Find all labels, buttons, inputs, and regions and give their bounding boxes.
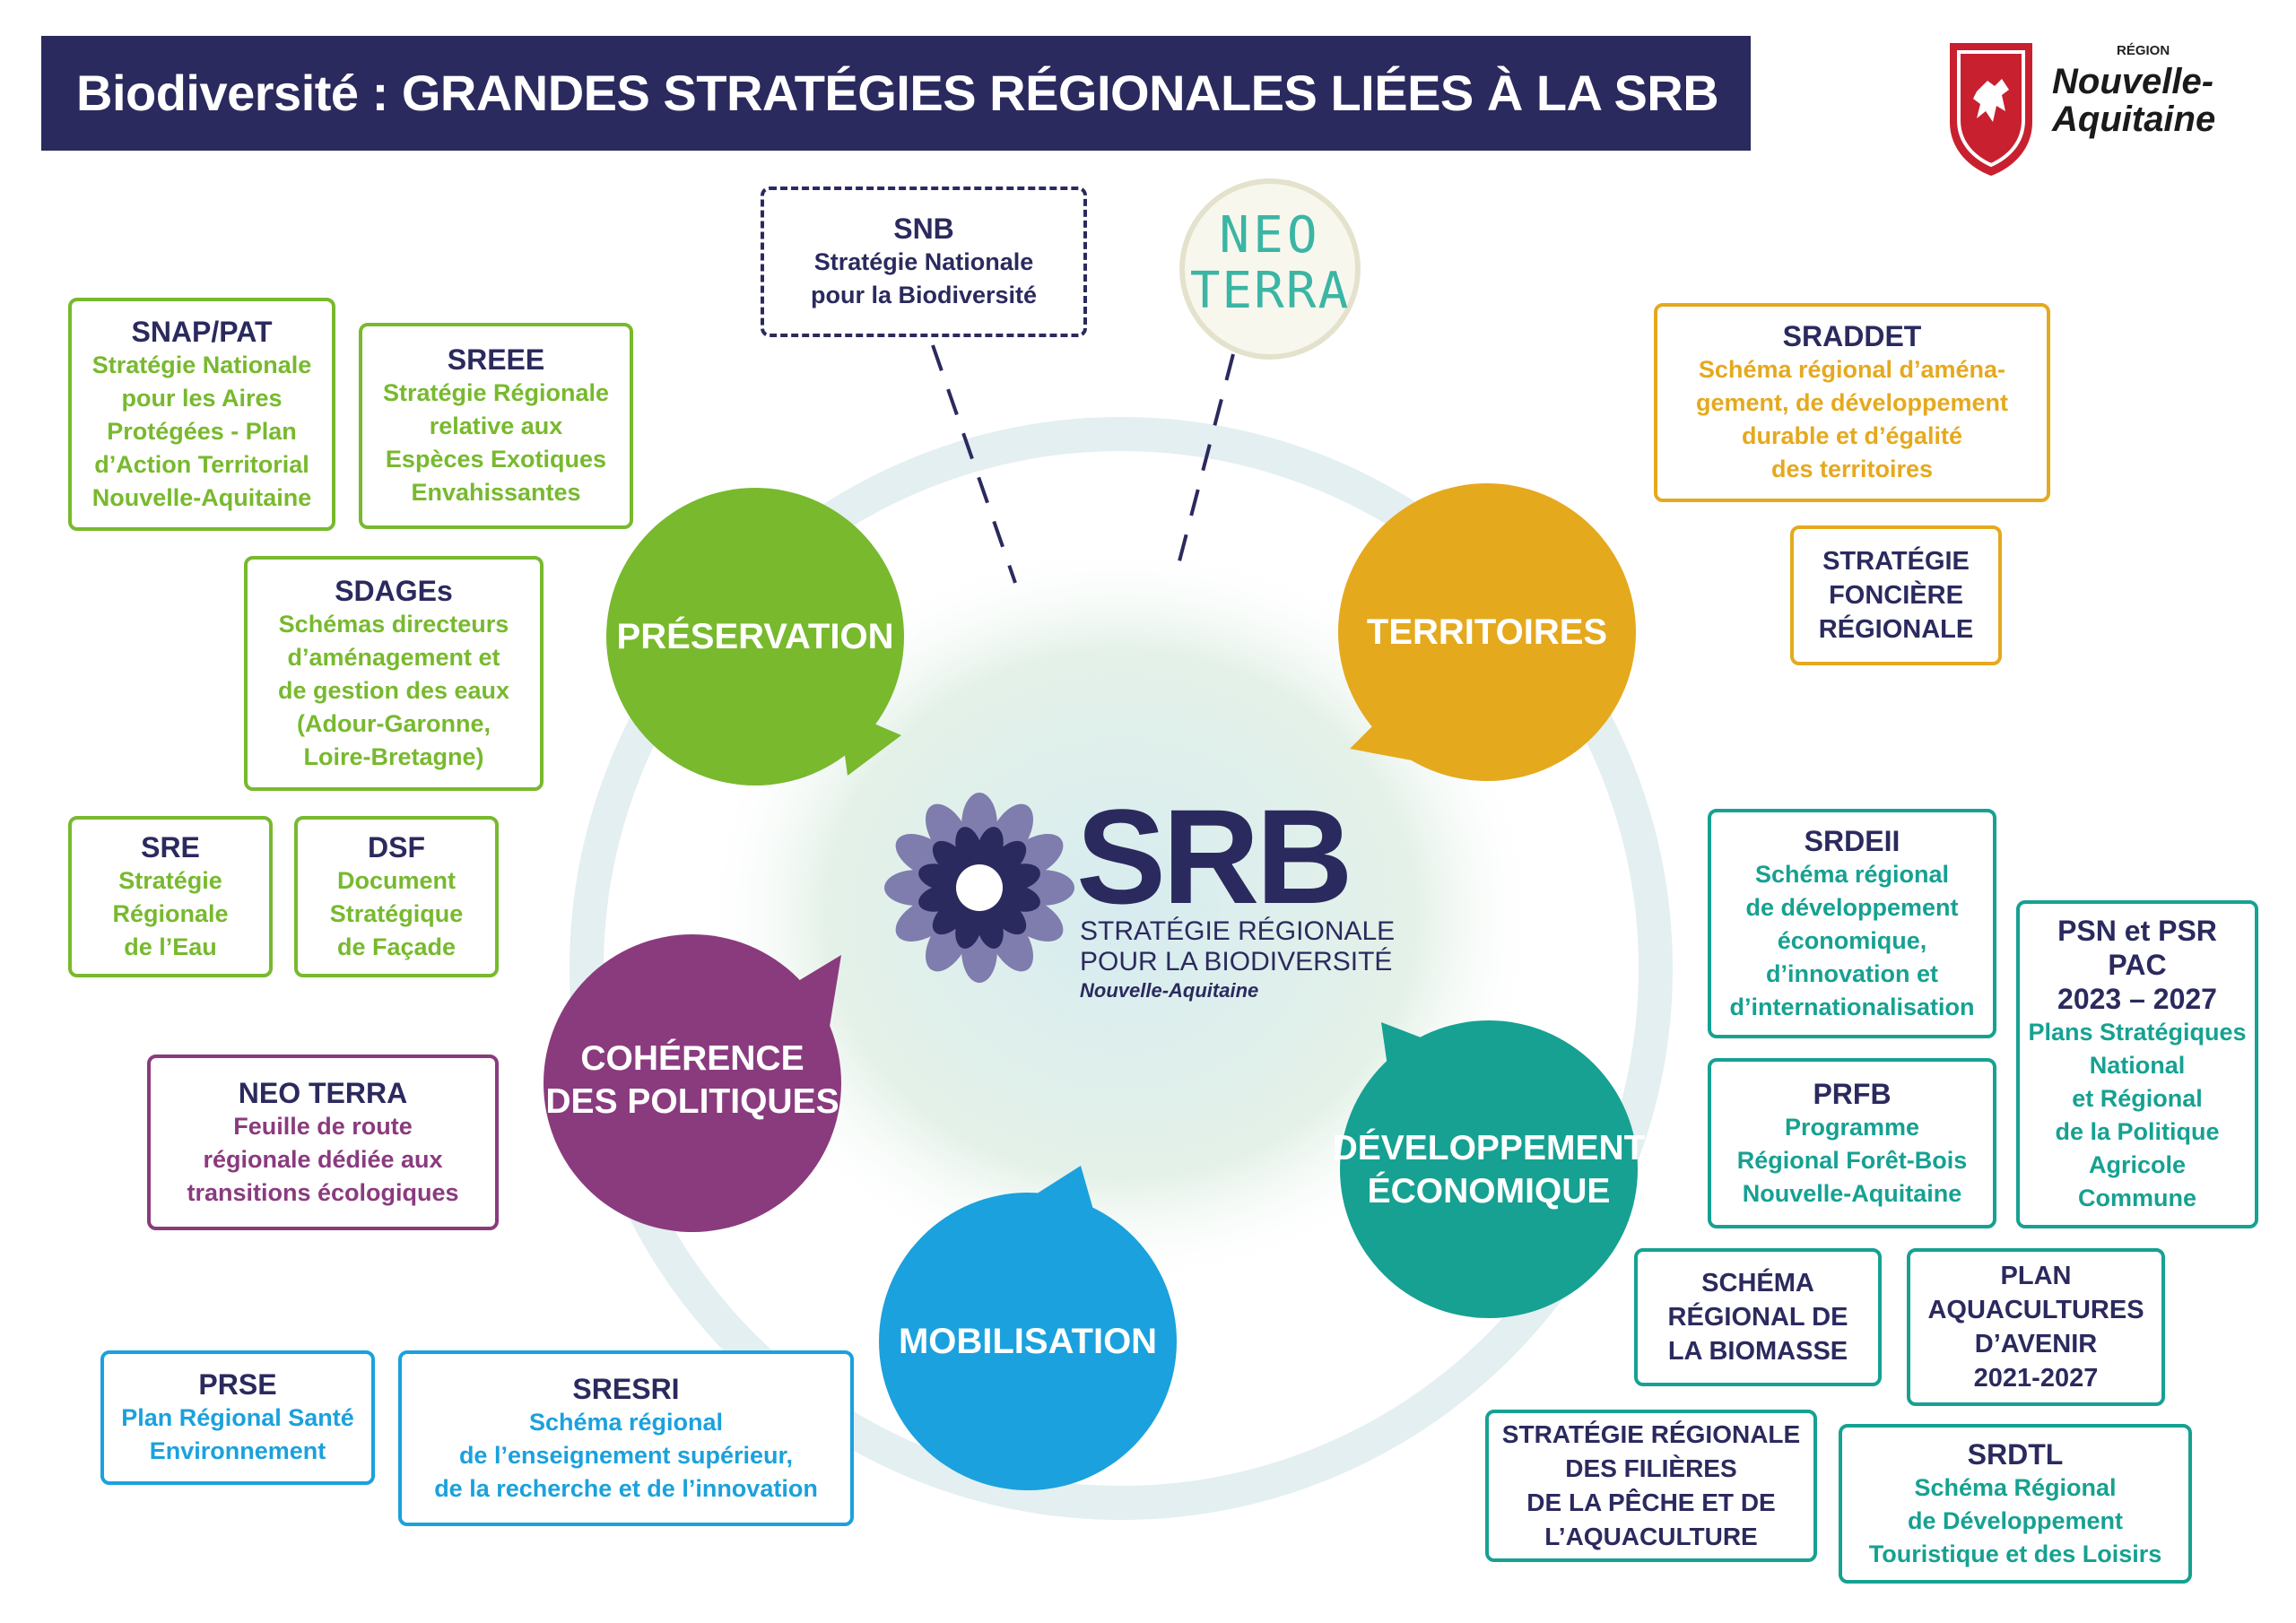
box-title: PSN et PSR PAC 2023 – 2027	[2057, 915, 2217, 1015]
box-title: NEO TERRA	[238, 1076, 408, 1109]
watercolor-wash	[700, 538, 1543, 1291]
box-sresri: SRESRI Schéma régional de l’enseignement…	[398, 1350, 854, 1526]
box-snb: SNB Stratégie Nationale pour la Biodiver…	[761, 187, 1087, 337]
box-description: Document Stratégique de Façade	[329, 866, 464, 960]
box-title: SRADDET	[1782, 320, 1922, 352]
box-title: SRDEII	[1804, 824, 1900, 857]
box-description: Plans Stratégiques National et Régional …	[2028, 1019, 2247, 1211]
box-dsf: DSF Document Stratégique de Façade	[294, 816, 499, 977]
bubble-label-territoires: TERRITOIRES	[1366, 612, 1608, 652]
box-description: Feuille de route régionale dédiée aux tr…	[187, 1112, 459, 1206]
box-title: PLAN AQUACULTURES D’AVENIR 2021-2027	[1927, 1262, 2144, 1393]
region-shield-icon	[1950, 43, 2032, 176]
box-title: DSF	[368, 830, 425, 864]
box-sdages: SDAGEs Schémas directeurs d’aménagement …	[244, 556, 544, 791]
box-prfb: PRFB Programme Régional Forêt-Bois Nouve…	[1708, 1058, 1996, 1228]
bubble-preservation	[606, 488, 904, 785]
central-ring	[570, 417, 1673, 1520]
box-description: Stratégie Régionale de l’Eau	[112, 866, 229, 960]
srb-flower-icon	[884, 793, 1074, 983]
box-title: SCHÉMA RÉGIONAL DE LA BIOMASSE	[1667, 1269, 1848, 1366]
region-logo: RÉGION Nouvelle- Aquitaine	[1946, 39, 2269, 183]
box-description: Schéma régional d’aména- gement, de déve…	[1695, 356, 2009, 482]
bubble-label-preservation: PRÉSERVATION	[616, 616, 894, 656]
box-title: SREEE	[447, 343, 545, 376]
box-title: STRATÉGIE RÉGIONALE DES FILIÈRES DE LA P…	[1501, 1420, 1801, 1550]
box-description: Schéma régional de développement économi…	[1729, 860, 1975, 1020]
box-title: STRATÉGIE FONCIÈRE RÉGIONALE	[1818, 547, 1974, 644]
box-psn-psr-pac: PSN et PSR PAC 2023 – 2027 Plans Stratég…	[2016, 900, 2258, 1228]
box-title: SNAP/PAT	[131, 315, 273, 348]
neo-terra-badge	[1179, 178, 1361, 360]
srb-subtitle: STRATÉGIE RÉGIONALE POUR LA BIODIVERSITÉ	[1080, 916, 1396, 976]
box-schema-biomasse: SCHÉMA RÉGIONAL DE LA BIOMASSE	[1634, 1248, 1882, 1386]
box-srdeii: SRDEII Schéma régional de développement …	[1708, 809, 1996, 1038]
box-title: SRDTL	[1967, 1437, 2064, 1471]
box-strategie-peche: STRATÉGIE RÉGIONALE DES FILIÈRES DE LA P…	[1485, 1410, 1817, 1562]
neo-terra-badge-line-2: TERRA	[1189, 262, 1351, 320]
bubble-developpement	[1340, 1020, 1638, 1318]
box-neo-terra: NEO TERRA Feuille de route régionale déd…	[147, 1055, 499, 1230]
bubble-label-developpement: DÉVELOPPEMENT ÉCONOMIQUE	[1332, 1129, 1646, 1211]
box-description: Schéma Régional de Développement Tourist…	[1868, 1473, 2162, 1567]
box-title: SRESRI	[572, 1372, 680, 1405]
neo-terra-connector	[1173, 353, 1235, 579]
box-title: PRFB	[1813, 1077, 1892, 1110]
box-sraddet: SRADDET Schéma régional d’aména- gement,…	[1654, 303, 2050, 502]
box-description: Stratégie Régionale relative aux Espèces…	[382, 379, 610, 506]
logo-line-2: Aquitaine	[2052, 100, 2216, 139]
box-title: PRSE	[198, 1368, 277, 1401]
box-title: SDAGEs	[335, 574, 453, 607]
logo-region-label: RÉGION	[2117, 43, 2170, 58]
box-title: SRE	[141, 830, 200, 864]
title-bar	[41, 36, 1751, 151]
bubble-coherence	[544, 934, 841, 1232]
box-description: Stratégie Nationale pour la Biodiversité	[810, 248, 1038, 308]
bubble-label-mobilisation: MOBILISATION	[898, 1321, 1158, 1361]
box-sreee: SREEE Stratégie Régionale relative aux E…	[359, 323, 633, 529]
srb-place: Nouvelle-Aquitaine	[1080, 979, 1259, 1002]
bubble-territoires	[1338, 483, 1636, 781]
srb-acronym: SRB	[1076, 781, 1353, 932]
box-plan-aquacultures: PLAN AQUACULTURES D’AVENIR 2021-2027	[1907, 1248, 2165, 1406]
box-prse: PRSE Plan Régional Santé Environnement	[100, 1350, 375, 1485]
box-srdtl: SRDTL Schéma Régional de Développement T…	[1839, 1424, 2192, 1584]
snb-connector	[931, 344, 1017, 584]
box-description: Plan Régional Santé Environnement	[121, 1404, 354, 1464]
bubble-label-coherence: COHÉRENCE DES POLITIQUES	[545, 1039, 839, 1121]
box-sre: SRE Stratégie Régionale de l’Eau	[68, 816, 273, 977]
box-strategie-fonciere: STRATÉGIE FONCIÈRE RÉGIONALE	[1790, 525, 2002, 665]
box-title: SNB	[893, 213, 954, 245]
box-description: Stratégie Nationale pour les Aires Proté…	[91, 351, 312, 511]
box-description: Programme Régional Forêt-Bois Nouvelle-A…	[1736, 1113, 1968, 1207]
bubble-mobilisation	[879, 1166, 1177, 1490]
neo-terra-badge-line-1: NEO	[1219, 206, 1321, 265]
box-description: Schéma régional de l’enseignement supéri…	[434, 1408, 818, 1502]
box-snap-pat: SNAP/PAT Stratégie Nationale pour les Ai…	[68, 298, 335, 531]
logo-line-1: Nouvelle-	[2052, 62, 2214, 101]
page-title: Biodiversité : GRANDES STRATÉGIES RÉGION…	[76, 65, 1719, 121]
box-description: Schémas directeurs d’aménagement et de g…	[277, 610, 510, 770]
